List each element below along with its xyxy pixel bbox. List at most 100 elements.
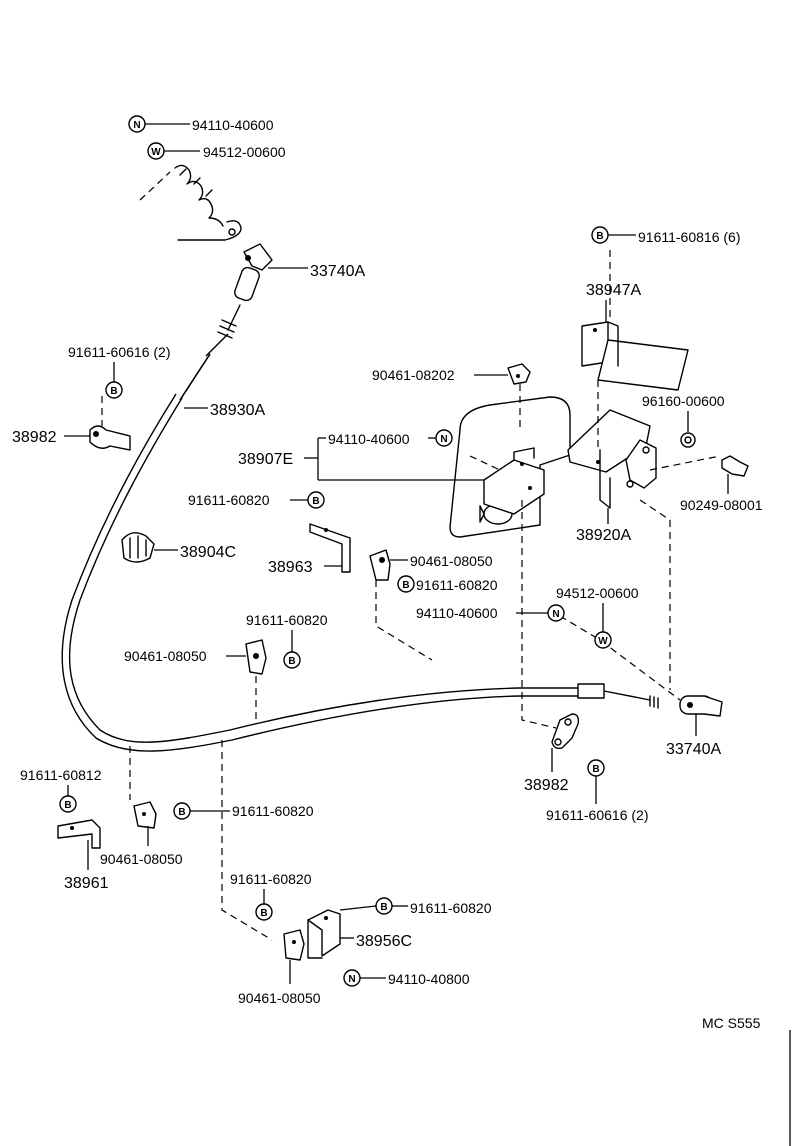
callout-91611-60816: B 91611-60816 (6): [591, 226, 740, 245]
callout-91611-60820-c: 91611-60820 B: [246, 612, 328, 669]
callout-94110-40600-low: 94110-40600 N: [416, 604, 565, 622]
part-number-label: 91611-60820: [232, 803, 314, 819]
badge-b: B: [288, 656, 295, 667]
badge-b: B: [592, 764, 599, 775]
callout-94512-00600-top: W 94512-00600: [147, 142, 286, 160]
part-number-label: 38947A: [586, 282, 641, 299]
bracket-38947A: [581, 321, 689, 391]
badge-b: B: [260, 908, 267, 919]
part-number-label: 90461-08050: [410, 553, 493, 569]
bracket-38907E: [483, 447, 545, 515]
part-number-label: 91611-60820: [246, 612, 328, 628]
badge-n: N: [552, 609, 559, 620]
badge-n: N: [348, 974, 355, 985]
callout-38956C: 38956C: [340, 933, 412, 950]
part-number-label: 91611-60812: [20, 767, 102, 783]
part-number-label: 96160-00600: [642, 393, 725, 409]
part-number-label: 91611-60820: [410, 900, 492, 916]
callout-38947A: 38947A: [586, 282, 641, 322]
badge-b: B: [402, 580, 409, 591]
callout-91611-60820-f: B 91611-60820: [339, 897, 492, 916]
part-number-label: 38920A: [576, 527, 631, 544]
callout-38907E: 38907E: [238, 438, 484, 481]
callout-91611-60616-left: 91611-60616 (2) B: [68, 344, 170, 399]
callout-33740A-top: 33740A: [268, 263, 365, 280]
part-number-label: 94110-40800: [388, 971, 470, 987]
badge-n: N: [133, 120, 140, 131]
part-number-label: 94110-40600: [328, 431, 410, 447]
callout-38961: 38961: [64, 840, 109, 892]
callout-33740A-right: 33740A: [666, 714, 721, 758]
callout-38920A: 38920A: [576, 508, 631, 544]
badge-n: N: [440, 434, 447, 445]
callout-91611-60820-e: 91611-60820 B: [230, 871, 312, 921]
callout-38982-right: 38982: [524, 748, 569, 794]
part-number-label: 38956C: [356, 933, 412, 950]
nut-96160-00600: [680, 432, 696, 448]
bracket-38963: [309, 523, 351, 573]
badge-b: B: [312, 496, 319, 507]
part-number-label: 38982: [12, 429, 57, 446]
callout-38930A: 38930A: [184, 402, 265, 419]
clamp-38982-left: [89, 425, 131, 451]
callout-91611-60812: 91611-60812 B: [20, 767, 102, 813]
part-number-label: 91611-60616 (2): [68, 344, 170, 360]
clamp-38982-right: [551, 713, 580, 750]
callout-94110-40600-top: N 94110-40600: [128, 115, 274, 133]
part-number-label: 91611-60816 (6): [638, 229, 740, 245]
badge-b: B: [380, 902, 387, 913]
callout-90461-08050-b: 90461-08050: [124, 648, 246, 664]
callout-91611-60820-b: B 91611-60820: [397, 575, 498, 593]
callout-90461-08050-a: 90461-08050: [390, 553, 493, 569]
diagram-code: MC S555: [702, 1015, 761, 1031]
part-number-label: 33740A: [666, 741, 721, 758]
clip-90461-08050-b: [245, 639, 267, 675]
badge-b: B: [596, 231, 603, 242]
part-number-label: 90461-08050: [100, 851, 183, 867]
part-number-label: 38963: [268, 559, 313, 576]
badge-w: W: [598, 636, 608, 647]
callout-94512-00600-mid: 94512-00600 W: [556, 585, 639, 649]
dashed-leaders: [101, 250, 721, 941]
part-number-label: 38904C: [180, 544, 236, 561]
part-number-label: 33740A: [310, 263, 365, 280]
clevis-33740A-right: [679, 695, 723, 717]
callout-94110-40600-mid: 94110-40600 N: [318, 429, 453, 447]
lever-38920A: [567, 409, 657, 509]
badge-b: B: [64, 800, 71, 811]
callout-38982-left: 38982: [12, 429, 90, 446]
part-number-label: 94512-00600: [203, 144, 286, 160]
part-number-label: 94110-40600: [416, 605, 498, 621]
callout-90461-08202: 90461-08202: [372, 367, 508, 383]
clip-90461-08202: [507, 363, 531, 385]
badge-b: B: [110, 386, 117, 397]
callout-38963: 38963: [268, 559, 342, 576]
part-number-label: 38930A: [210, 402, 265, 419]
top-cable-end: [139, 164, 273, 339]
part-number-label: 90249-08001: [680, 497, 763, 513]
clip-90461-08050-c: [133, 801, 157, 829]
clip-90461-08050-d: [283, 929, 305, 961]
part-number-label: 91611-60820: [188, 492, 270, 508]
callout-90461-08050-d: 90461-08050: [238, 960, 321, 1006]
part-number-label: 90461-08202: [372, 367, 455, 383]
badge-b: B: [178, 807, 185, 818]
callout-90461-08050-c: 90461-08050: [100, 826, 183, 867]
grommet-38904C: [121, 532, 155, 563]
part-number-label: 91611-60820: [416, 577, 498, 593]
clip-90461-08050-a: [369, 549, 391, 581]
part-number-label: 91611-60616 (2): [546, 807, 648, 823]
part-number-label: 38961: [64, 875, 109, 892]
cable-38930A: [61, 333, 659, 752]
badge-w: W: [151, 147, 161, 158]
part-number-label: 90461-08050: [124, 648, 207, 664]
part-number-label: 94512-00600: [556, 585, 639, 601]
callout-38904C: 38904C: [154, 544, 236, 561]
bolt-90249-08001: [721, 455, 749, 477]
part-number-label: 91611-60820: [230, 871, 312, 887]
bracket-38956C: [307, 909, 341, 959]
part-number-label: 38982: [524, 777, 569, 794]
callout-91611-60820-a: 91611-60820 B: [188, 491, 325, 509]
callout-91611-60616-right: B 91611-60616 (2): [546, 759, 648, 823]
